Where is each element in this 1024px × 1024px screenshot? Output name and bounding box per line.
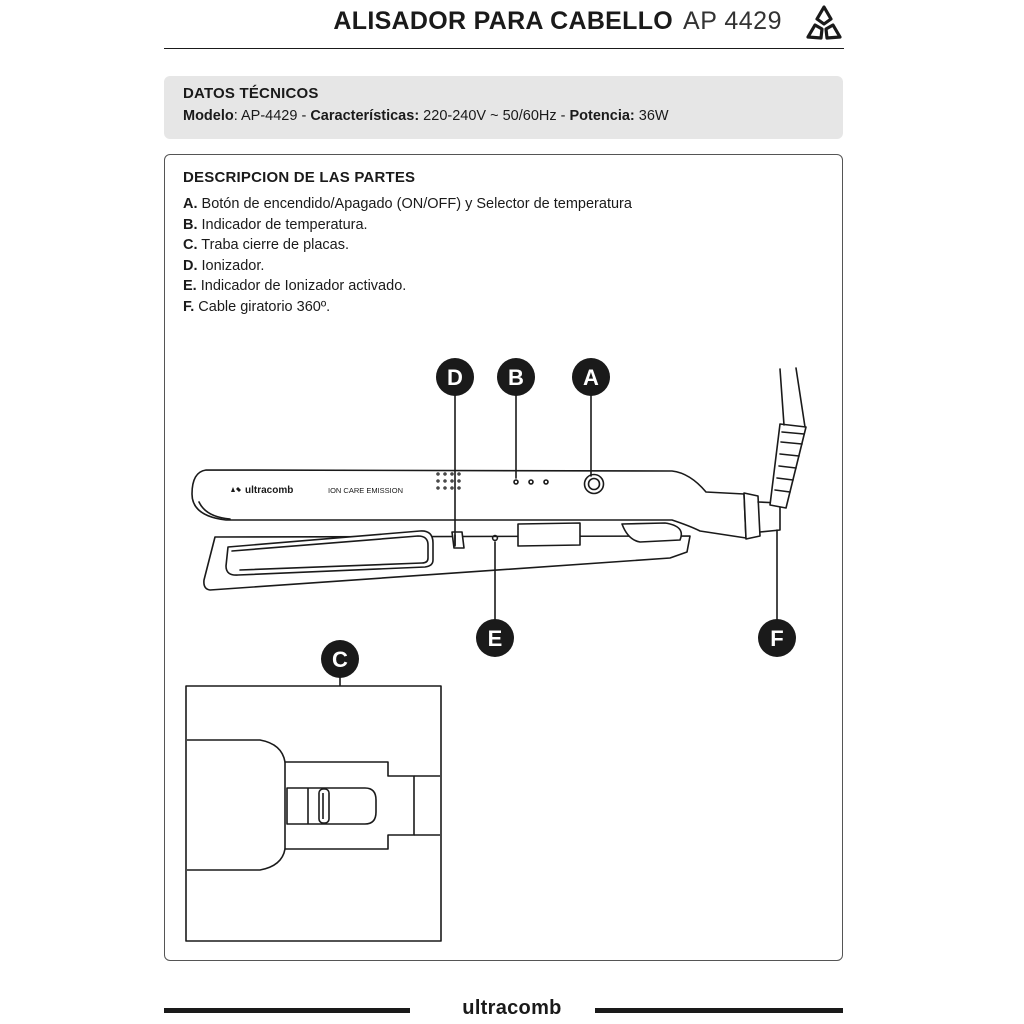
part-letter: C.	[183, 237, 198, 253]
part-text: Indicador de Ionizador activado.	[196, 278, 407, 294]
power-label: Potencia:	[569, 108, 635, 124]
part-text: Indicador de temperatura.	[197, 216, 368, 233]
device-brand: ultracomb	[245, 485, 293, 496]
list-item: E. Indicador de Ionizador activado.	[183, 276, 632, 297]
ultracomb-trefoil-icon	[806, 5, 842, 40]
power-button	[583, 473, 605, 495]
list-item: B. Indicador de temperatura.	[183, 215, 632, 236]
list-item: A. Botón de encendido/Apagado (ON/OFF) y…	[183, 194, 632, 215]
handle-collar	[743, 492, 761, 540]
callout-b-label: B	[508, 365, 524, 390]
tech-data-panel: DATOS TÉCNICOS Modelo: AP-4429 - Caracte…	[164, 76, 843, 139]
part-letter: D.	[183, 257, 198, 274]
callout-a-label: A	[583, 365, 599, 390]
features-value: 220-240V ~ 50/60Hz -	[419, 108, 570, 124]
footer-rule-left	[164, 1008, 410, 1013]
page-header: ALISADOR PARA CABELLO AP 4429	[164, 0, 844, 49]
cord-relief	[769, 423, 807, 509]
product-model: AP 4429	[683, 7, 782, 35]
product-title: ALISADOR PARA CABELLO	[333, 7, 674, 35]
device-brand-logo: ultracomb	[231, 485, 293, 496]
parts-panel: DESCRIPCION DE LAS PARTES A. Botón de en…	[164, 154, 843, 961]
callout-c: C	[321, 640, 359, 678]
callout-f: F	[758, 619, 796, 657]
callout-e-label: E	[488, 626, 503, 651]
temp-led-2	[528, 479, 534, 485]
ionizer-slot	[451, 531, 465, 549]
ion-window	[517, 522, 581, 547]
part-text: Ionizador.	[197, 257, 265, 274]
part-letter: A.	[183, 196, 198, 212]
footer-rule-right	[595, 1008, 843, 1013]
model-label: Modelo	[183, 108, 234, 124]
callout-e: E	[476, 619, 514, 657]
lock-detail-inset	[185, 685, 442, 942]
callout-d: D	[436, 358, 474, 396]
tech-data-heading: DATOS TÉCNICOS	[183, 85, 319, 102]
model-value: : AP-4429 -	[233, 108, 311, 124]
tech-data-line: Modelo: AP-4429 - Características: 220-2…	[183, 108, 669, 124]
list-item: F. Cable giratorio 360º.	[183, 297, 632, 318]
power-value: 36W	[634, 108, 669, 124]
part-letter: F.	[183, 298, 195, 315]
part-text: Cable giratorio 360º.	[194, 298, 331, 315]
callout-c-label: C	[332, 647, 348, 672]
lock-slider	[318, 788, 330, 824]
temp-led-1	[513, 479, 519, 485]
footer-brand: ultracomb	[462, 997, 562, 1019]
power-cord	[779, 367, 806, 428]
ionizer-grille	[436, 472, 461, 490]
page-title: ALISADOR PARA CABELLO AP 4429	[333, 7, 782, 36]
part-text: Traba cierre de placas.	[197, 237, 350, 253]
temp-led-3	[543, 479, 549, 485]
callout-b: B	[497, 358, 535, 396]
ion-led	[491, 534, 499, 542]
callout-f-label: F	[770, 626, 783, 651]
upper-arm	[191, 469, 747, 539]
part-letter: E.	[183, 278, 197, 294]
list-item: C. Traba cierre de placas.	[183, 235, 632, 256]
parts-list: A. Botón de encendido/Apagado (ON/OFF) y…	[183, 194, 632, 317]
part-text: Botón de encendido/Apagado (ON/OFF) y Se…	[197, 196, 632, 212]
parts-heading: DESCRIPCION DE LAS PARTES	[183, 169, 416, 186]
part-letter: B.	[183, 216, 198, 233]
callout-d-label: D	[447, 365, 463, 390]
ion-care-label: ION CARE EMISSION	[328, 486, 403, 495]
list-item: D. Ionizador.	[183, 256, 632, 277]
callout-a: A	[572, 358, 610, 396]
features-label: Características:	[310, 108, 420, 124]
